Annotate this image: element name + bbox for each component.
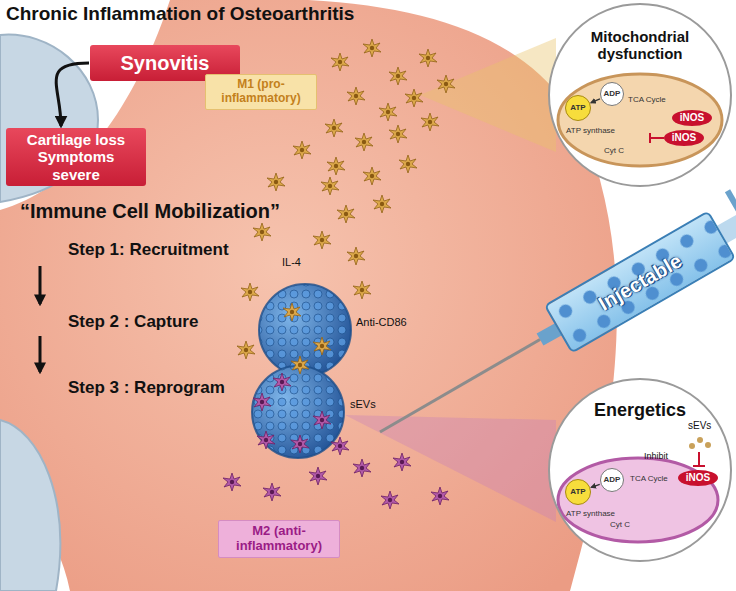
- adp-circle: ADP: [600, 468, 624, 492]
- part-label: TCA Cycle: [630, 474, 668, 483]
- vesicle-label: sEVs: [350, 398, 376, 411]
- node-text: ADP: [604, 475, 621, 484]
- hydrogel-particle: [252, 284, 351, 458]
- connector: [591, 484, 600, 487]
- node-text: iNOS: [686, 472, 710, 484]
- connector: [591, 99, 600, 103]
- step-label: Step 2 : Capture: [68, 312, 198, 332]
- inhibit-label: Inhibit: [644, 451, 668, 461]
- mitochondrion-energetics: [549, 379, 731, 561]
- step-label: Step 1: Recruitment: [68, 240, 229, 260]
- circle-heading: Mitochondrial dysfunction: [575, 28, 705, 63]
- atp-circle: ATP: [565, 479, 591, 505]
- node-text: Synovitis: [121, 52, 210, 75]
- circle-heading: Energetics: [594, 400, 686, 421]
- inos-oval: iNOS: [664, 130, 704, 146]
- m1-label: M1 (pro-inflammatory): [205, 74, 317, 110]
- node-text: Cartilage loss Symptoms severe: [12, 131, 140, 183]
- zoom-circle: EnergeticsATP ADP iNOS: [548, 378, 732, 562]
- node-text: iNOS: [680, 112, 704, 124]
- antibody-label: Anti-CD86: [356, 316, 407, 329]
- cytokine-label: IL-4: [282, 256, 301, 269]
- step-label: Step 3 : Reprogram: [68, 378, 225, 398]
- m2-label: M2 (anti-inflammatory): [218, 520, 340, 558]
- syringe-barrel: Injectable: [544, 210, 736, 353]
- node-text: Injectable: [594, 249, 685, 315]
- node-text: M1 (pro-inflammatory): [212, 78, 310, 106]
- node-text: ADP: [604, 89, 621, 98]
- step-arrows: [40, 266, 41, 372]
- node-text: ATP: [570, 487, 585, 496]
- inos-oval: iNOS: [678, 470, 718, 486]
- atp-circle: ATP: [565, 95, 591, 121]
- diagram-title: Chronic Inflammation of Osteoarthritis: [6, 3, 354, 25]
- zoom-cones: [345, 38, 556, 522]
- adp-circle: ADP: [600, 82, 624, 106]
- mitochondrion-dysfunction: [549, 4, 731, 186]
- node-text: M2 (anti-inflammatory): [225, 524, 333, 554]
- synovium: [0, 0, 617, 591]
- section-heading: “Immune Cell Mobilization”: [20, 200, 280, 223]
- part-label: Cyt C: [604, 146, 624, 155]
- syringe: [380, 190, 736, 433]
- connector: [56, 63, 89, 126]
- part-label: Cyt C: [610, 520, 630, 529]
- node-text: iNOS: [672, 132, 696, 144]
- vesicle-label: sEVs: [688, 420, 711, 432]
- part-label: TCA Cycle: [628, 95, 666, 104]
- part-label: ATP synthase: [566, 126, 615, 135]
- inos-oval: iNOS: [672, 110, 712, 126]
- node-text: ATP: [570, 103, 585, 112]
- part-label: ATP synthase: [566, 509, 615, 518]
- red-label-box: Cartilage loss Symptoms severe: [6, 128, 146, 186]
- m2-macrophages: [223, 373, 449, 509]
